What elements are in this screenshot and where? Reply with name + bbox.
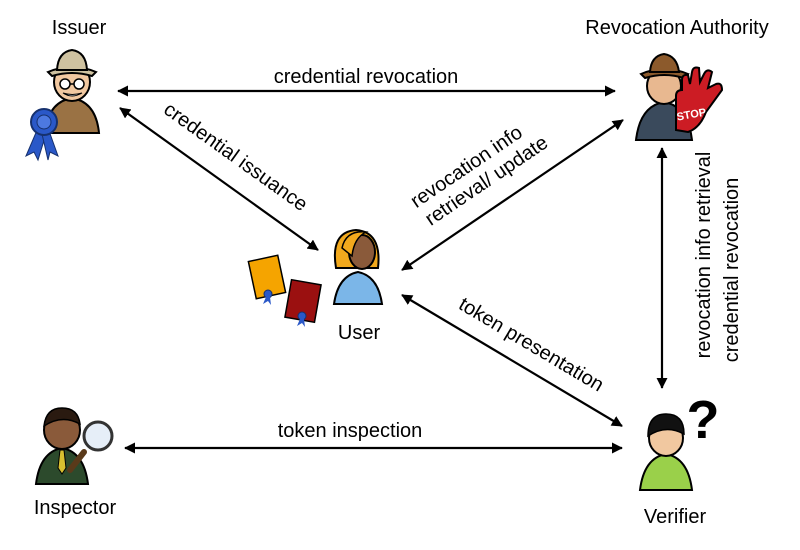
label-credential-issuance: credential issuance [159,98,311,216]
inspector-with-magnifier-icon [34,407,114,485]
label-token-inspection: token inspection [278,420,423,442]
stop-sign-text: STOP [676,107,707,124]
arrow-user-revocation-authority [401,119,624,271]
label-credential-revocation-vertical: credential revocation [721,178,743,363]
verifier-with-question-mark-icon: ? [638,390,720,491]
credential-cards-icon [247,254,322,327]
label-token-presentation: token presentation [455,293,608,396]
arrow-issuer-user [119,107,319,251]
label-credential-revocation: credential revocation [274,66,459,88]
role-label-inspector: Inspector [34,497,117,519]
user-person-icon [332,228,384,305]
label-revocation-info-retrieval: revocation info retrieval [693,152,715,359]
role-label-user: User [338,322,381,344]
role-label-revocation-authority: Revocation Authority [585,17,768,39]
question-mark: ? [687,390,720,450]
issuer-person-with-hat-and-ribbon-icon [25,48,101,162]
role-label-verifier: Verifier [644,506,707,528]
role-label-issuer: Issuer [52,17,107,39]
arrow-user-verifier [401,294,623,427]
revocation-authority-with-stop-hand-icon: STOP [634,52,724,141]
